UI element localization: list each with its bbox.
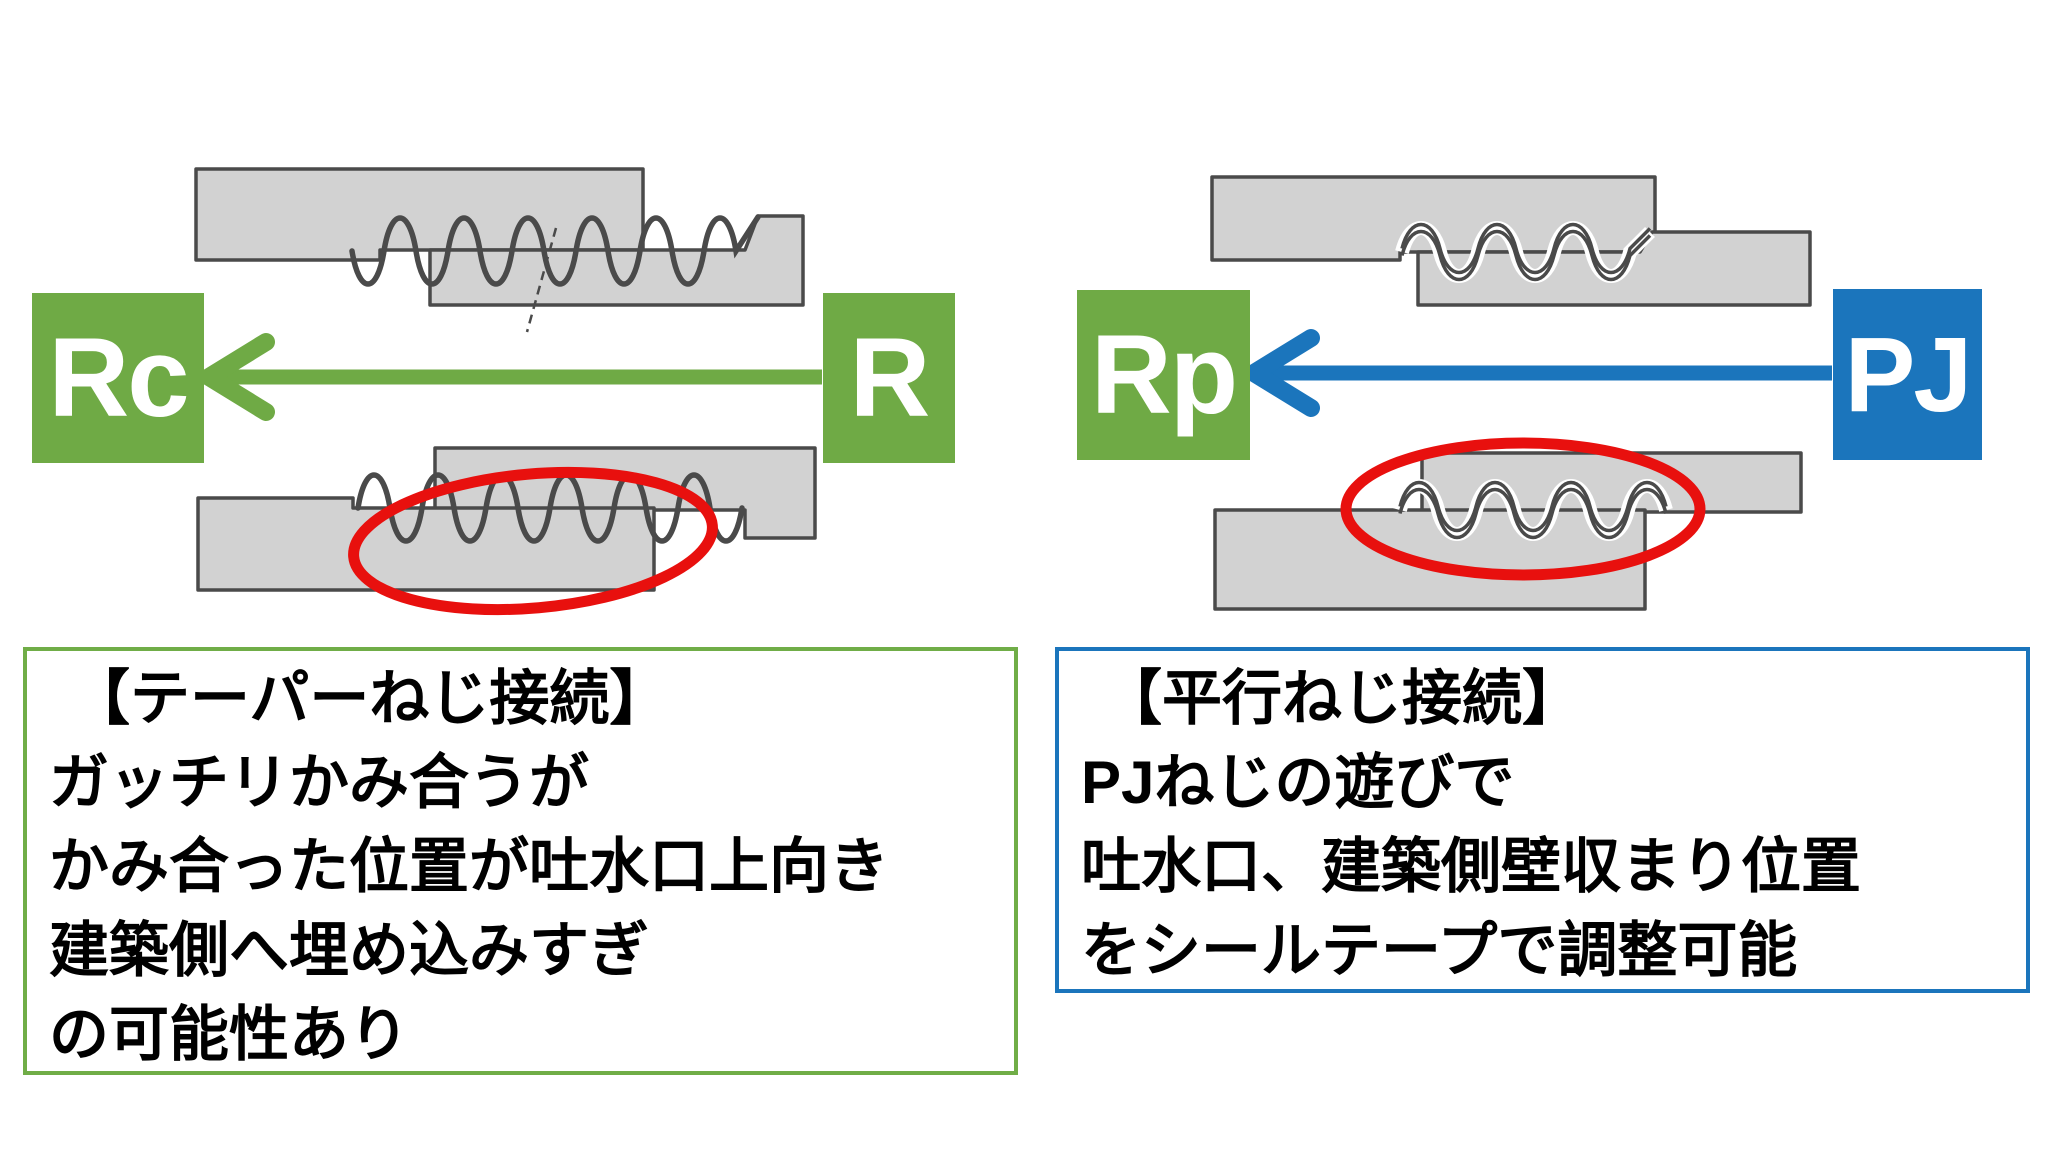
tapered-thread-lines [349,214,761,544]
label-rp: Rp [1077,290,1250,460]
caption-line: PJねじの遊びで [1081,749,1515,816]
caption-line: の可能性あり [49,1001,409,1068]
caption-line: 【平行ねじ接続】 [1102,665,1582,732]
red-highlight-ellipse-right [1340,437,1706,581]
left-top-pipe-block [428,214,805,307]
caption-line: 吐水口、建築側壁収まり位置 [1081,833,1861,900]
caption-box-parallel: 【平行ねじ接続】 PJねじの遊びで 吐水口、建築側壁収まり位置 をシールテープで… [1055,647,2030,993]
right-bottom-socket-block [1213,508,1647,611]
green-left-arrow-icon [200,333,822,421]
right-top-socket-block [1210,175,1657,262]
caption-box-tapered: 【テーパーねじ接続】 ガッチリかみ合うが かみ合った位置が吐水口上向き 建築側へ… [23,647,1018,1075]
thread-pointer-line [525,227,558,333]
caption-line: かみ合った位置が吐水口上向き [49,833,889,900]
label-pj: PJ [1833,289,1982,460]
caption-line: をシールテープで調整可能 [1081,917,1798,984]
blue-left-arrow-icon [1245,329,1832,417]
green-arrow-head [200,333,275,421]
left-bottom-thread-wave [355,472,745,544]
left-bottom-socket-block [196,496,656,592]
red-highlight-ellipse-left [348,466,718,616]
caption-line: 建築側へ埋め込みすぎ [49,917,649,984]
caption-line: 【テーパーねじ接続】 [70,665,670,732]
label-rc: Rc [32,293,204,463]
label-r: R [823,293,955,463]
left-top-socket-block [194,167,645,262]
blue-arrow-head [1245,329,1320,417]
left-top-thread-wave [349,214,761,287]
red-highlights [348,437,1706,616]
caption-line: ガッチリかみ合うが [49,749,589,816]
